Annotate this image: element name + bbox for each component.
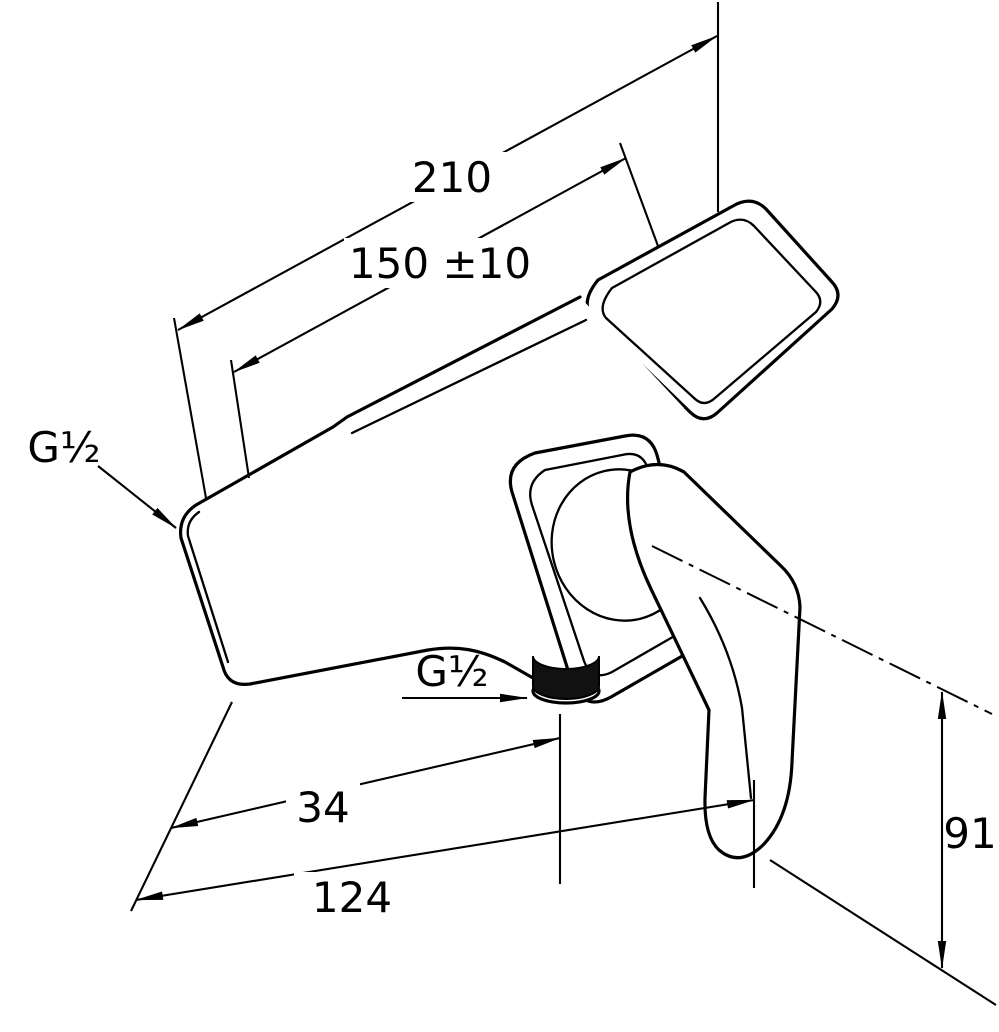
thread-label-bottom: G½ [415,647,488,696]
extension-line-bottom-right [769,859,997,1006]
halo-210 [394,152,510,202]
dimension-line-124 [135,798,755,902]
dimension-label-body-depth: 124 [312,873,392,922]
outlet-thread-band [532,655,600,700]
extension-line-210-left [172,317,208,499]
lever-handle-inner-edge [698,596,753,800]
lever-handle-outline [625,462,802,860]
extension-line-150-left [229,359,251,479]
body-left-cap-inner-edge [186,510,230,664]
cartridge-axis-centerline [651,545,993,715]
halo-150 [344,238,536,288]
dimension-label-handle-drop: 91 [943,809,996,858]
leader-left-thread [97,465,177,529]
dimension-line-34 [170,736,561,830]
dimension-label-outlet-offset: 34 [296,783,349,832]
dimension-label-total-width: 210 [412,153,492,202]
halo-34 [286,782,360,832]
dimension-label-connection-spread: 150 ±10 [349,239,531,288]
extension-line-bottom-left [130,701,233,912]
halo-124 [294,872,410,922]
thread-label-left: G½ [27,423,100,472]
body-bar-front-outline [178,425,535,686]
escutcheon-inner-edge [529,452,687,677]
